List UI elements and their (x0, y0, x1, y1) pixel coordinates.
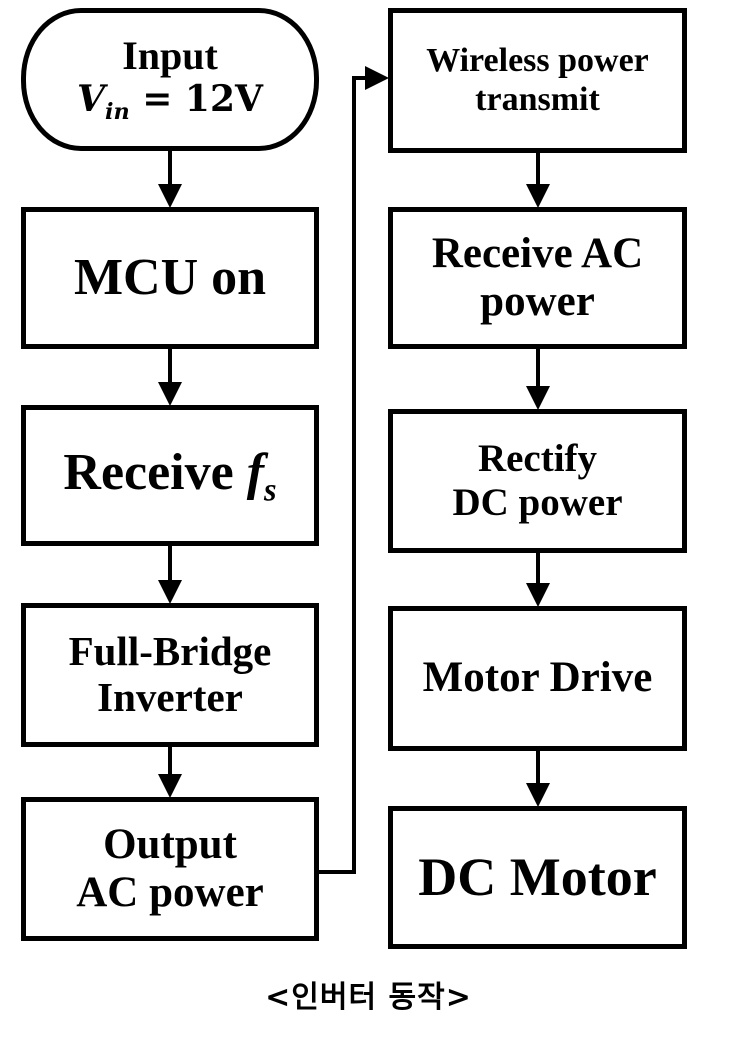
node-mcu-on: MCU on (21, 207, 319, 349)
node-full-bridge-line1: Full-Bridge (68, 628, 272, 675)
node-receive-fs: Receive fs (21, 405, 319, 546)
node-receive-ac-line1: Receive AC (431, 229, 644, 277)
frequency-symbol: f (246, 443, 265, 501)
node-input-formula: Vin = 12V (77, 79, 263, 125)
node-wireless-power-transmit: Wireless power transmit (388, 8, 687, 153)
frequency-subscript: s (264, 471, 277, 508)
node-receive-fs-label: Receive fs (63, 444, 276, 507)
node-rectify-line2: DC power (452, 481, 623, 524)
node-dc-motor-label: DC Motor (418, 847, 657, 908)
receive-text: Receive (63, 443, 247, 501)
node-rectify-line1: Rectify (477, 437, 598, 481)
edge-output-to-wireless-tx (319, 66, 389, 874)
diagram-caption: <인버터 동작> (265, 980, 472, 1015)
node-output-ac-power: Output AC power (21, 797, 319, 941)
formula-subscript: in (104, 98, 130, 125)
node-full-bridge-line2: Inverter (97, 674, 243, 720)
node-motor-drive-label: Motor Drive (422, 654, 653, 702)
node-rectify-dc-power: Rectify DC power (388, 409, 687, 553)
node-dc-motor: DC Motor (388, 806, 687, 949)
node-receive-ac-power: Receive AC power (388, 207, 687, 349)
node-mcu-on-label: MCU on (73, 248, 267, 306)
node-full-bridge-inverter: Full-Bridge Inverter (21, 603, 319, 747)
formula-value: = 12V (129, 78, 263, 120)
node-receive-ac-line2: power (480, 278, 595, 325)
node-wireless-line1: Wireless power (426, 42, 649, 80)
node-motor-drive: Motor Drive (388, 606, 687, 751)
node-input-label: Input (122, 33, 218, 79)
node-output-line2: AC power (76, 869, 264, 916)
node-input: Input Vin = 12V (21, 8, 319, 151)
node-wireless-line2: transmit (475, 80, 600, 118)
node-output-line1: Output (103, 820, 237, 868)
formula-variable: V (77, 78, 105, 120)
